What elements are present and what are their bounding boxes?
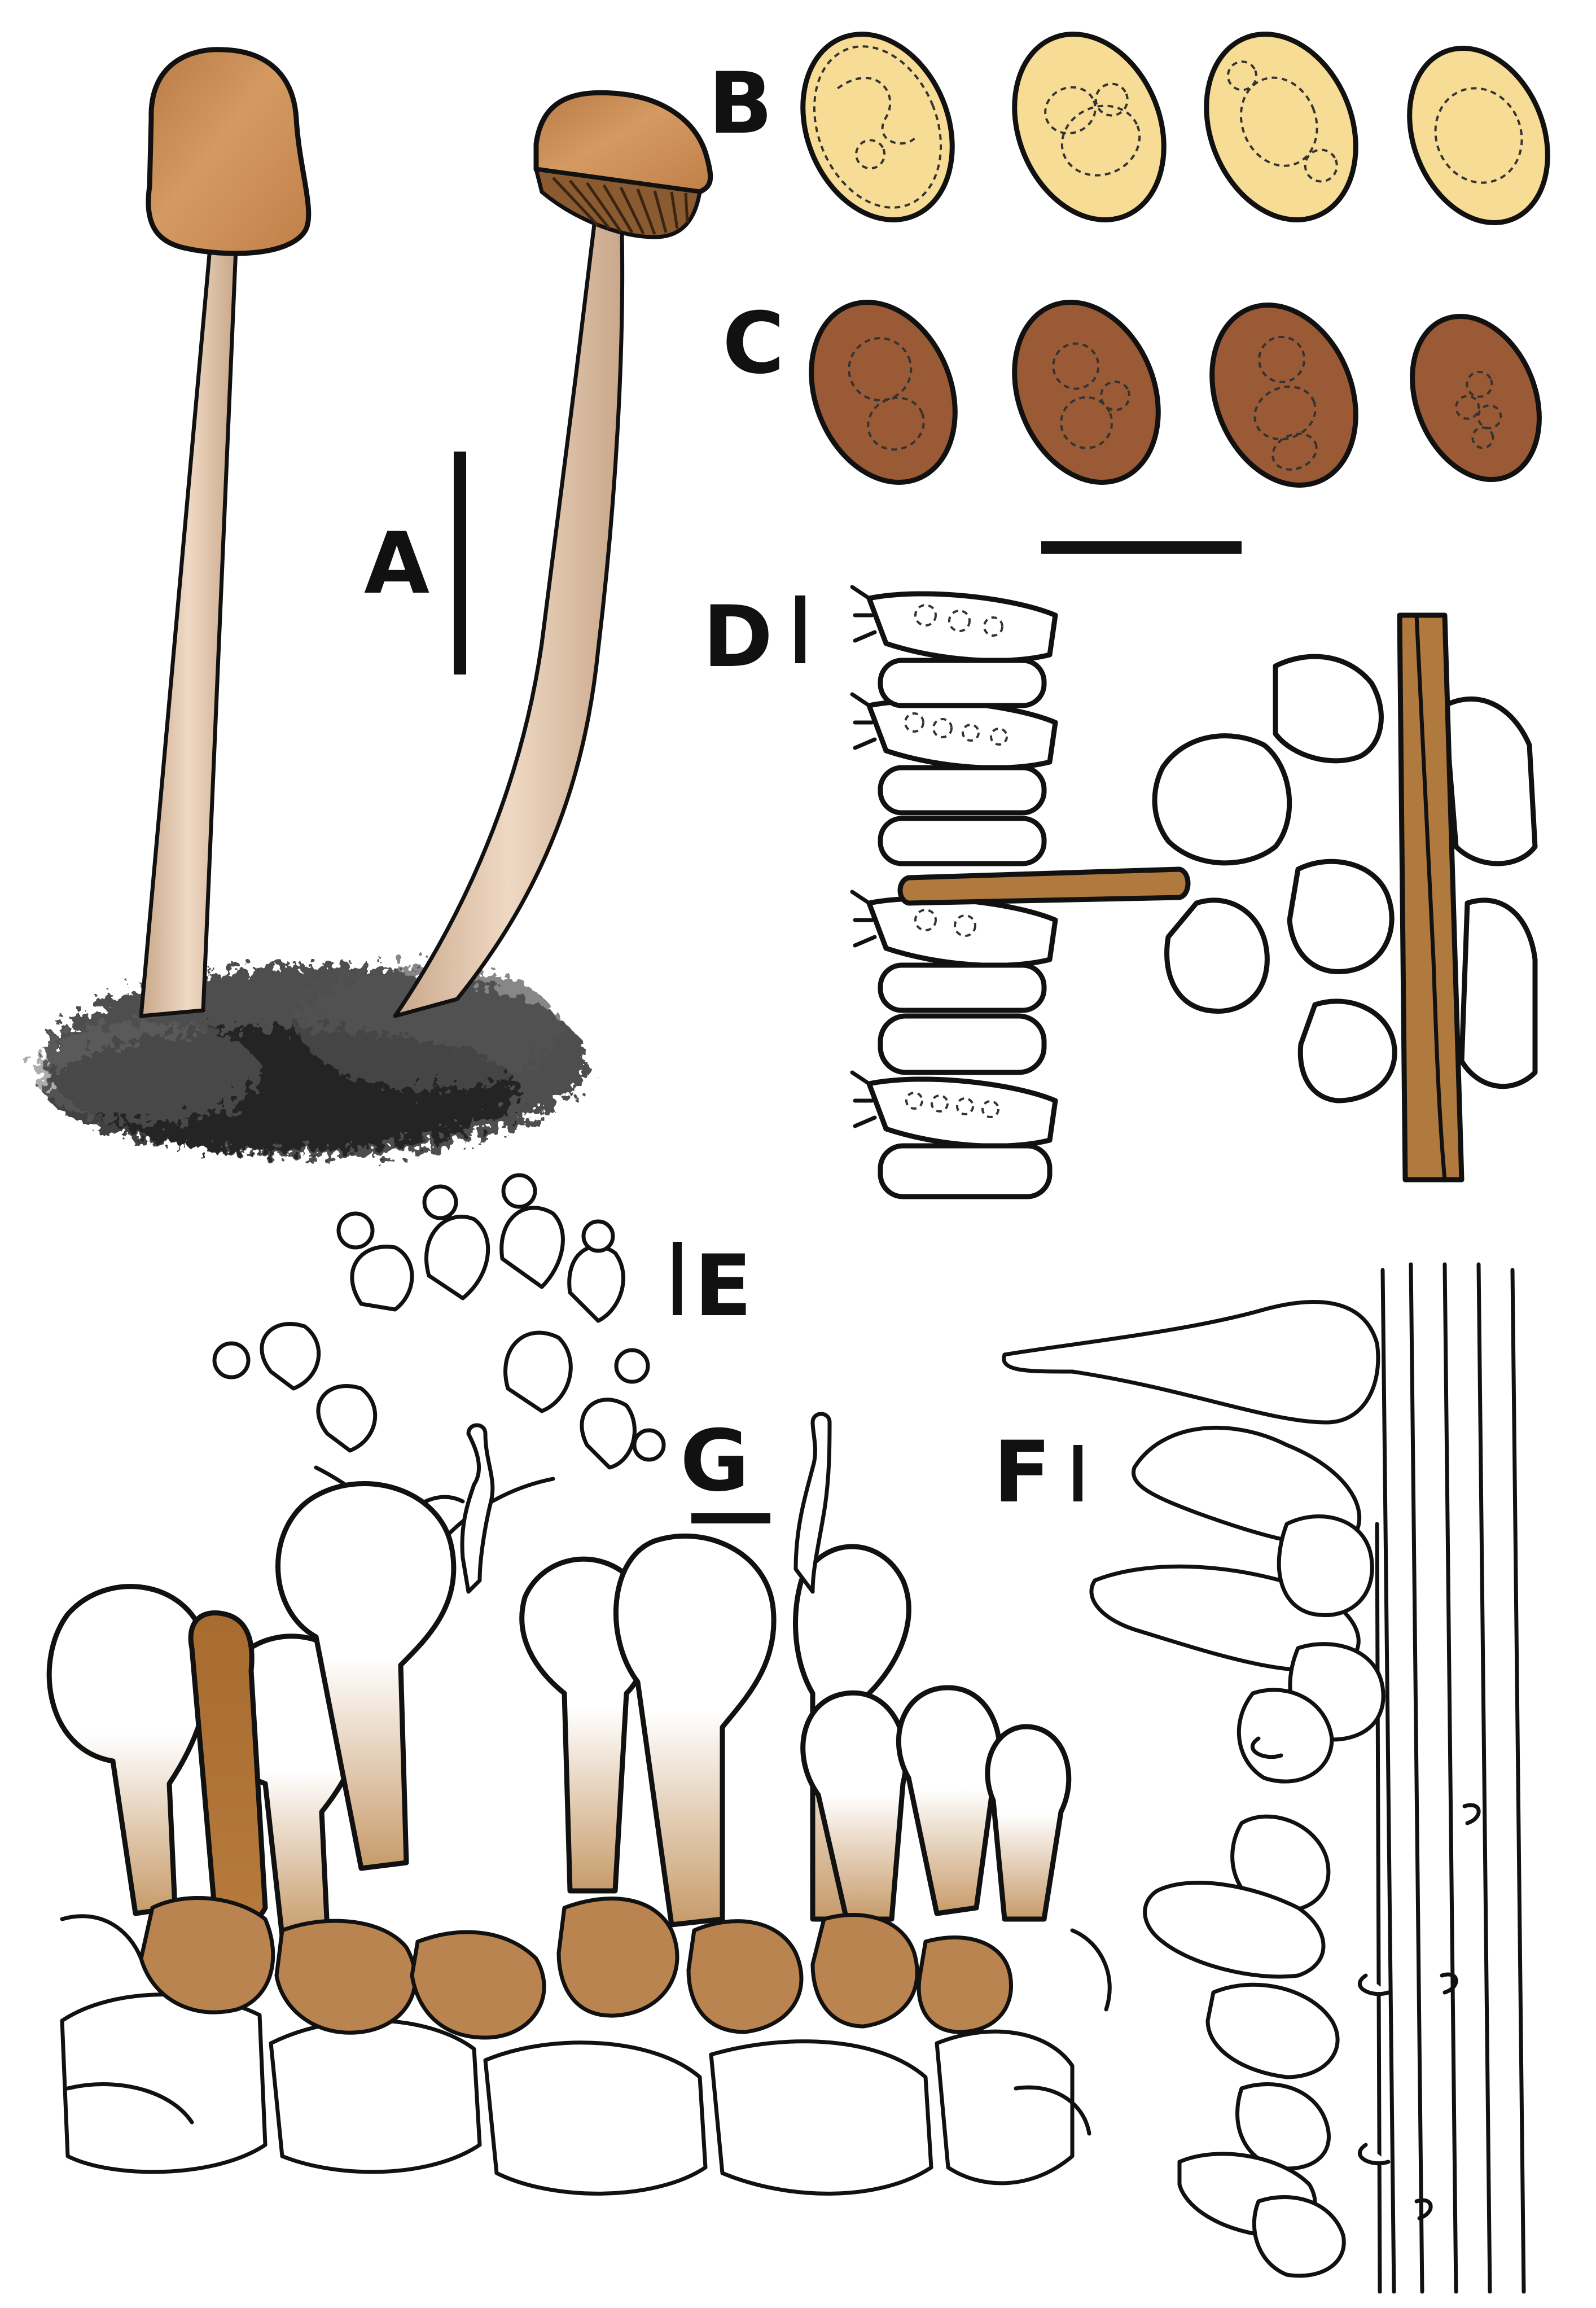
spore-c-3 xyxy=(1209,303,1358,488)
caulocystidia xyxy=(1002,1300,1391,2278)
spore-c-4 xyxy=(1410,313,1542,483)
subcutis-cells xyxy=(60,1992,1075,2196)
panel-d-hymenium: D xyxy=(703,585,1538,1199)
pileipellis-base xyxy=(139,1896,1013,2040)
basidium-vacuoles xyxy=(904,604,1008,1118)
right-cap-gills xyxy=(534,167,702,239)
panel-label-c: C xyxy=(722,295,784,393)
spore-b-3 xyxy=(1204,32,1358,222)
longitudinal-hyphae xyxy=(1375,1262,1526,2294)
panel-g-pileipellis: G xyxy=(46,1412,1112,2196)
spore-b-1 xyxy=(800,32,955,222)
panel-label-a: A xyxy=(364,515,429,613)
panel-label-b: B xyxy=(708,55,773,153)
basidium-sterigmata xyxy=(850,585,877,1128)
spore-b-4 xyxy=(1407,46,1550,225)
panel-f-stipitipellis: F xyxy=(993,1262,1526,2294)
brown-hypha-strand xyxy=(1414,613,1447,1182)
spore-c-2 xyxy=(1012,300,1161,485)
panel-label-f: F xyxy=(993,1424,1051,1522)
cystidia-cluster xyxy=(212,1173,666,1470)
panel-c-basidiospores: C xyxy=(722,295,1542,554)
panel-b-basidiospores: B xyxy=(708,32,1550,225)
pileipellis-lower-cells xyxy=(60,1914,1112,2136)
spore-b-2 xyxy=(1012,32,1167,222)
panel-a-basidiomata: A xyxy=(34,47,713,1157)
brown-cystidium xyxy=(188,1610,268,1928)
right-cap xyxy=(533,90,713,195)
left-stipe xyxy=(139,246,238,1018)
soil-substrate xyxy=(34,965,587,1157)
right-stipe xyxy=(393,190,625,1018)
hymenium-cells xyxy=(866,591,1538,1199)
panel-e-cystidia: E xyxy=(212,1173,752,1560)
panel-label-g: G xyxy=(680,1412,749,1510)
panel-label-e: E xyxy=(694,1237,752,1335)
spore-c-1 xyxy=(809,300,958,485)
flexuous-hyphae xyxy=(460,1412,832,1594)
gill-lines xyxy=(552,177,689,235)
pileipellis-elements xyxy=(46,1481,1072,1939)
clamp-connections xyxy=(1414,1803,1481,2221)
panel-label-d: D xyxy=(703,588,773,686)
left-cap xyxy=(146,47,312,256)
brown-hypha-horizontal xyxy=(897,866,1191,906)
